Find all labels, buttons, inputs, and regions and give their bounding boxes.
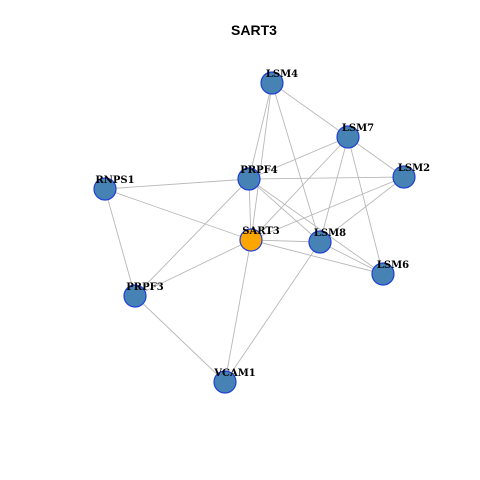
node-lsm4: LSM4 [260, 69, 298, 95]
edge-lsm7-lsm8 [319, 136, 349, 243]
edge-lsm2-sart3 [250, 176, 405, 241]
edge-sart3-lsm6 [250, 239, 384, 275]
node-rnps1: RNPS1 [93, 175, 135, 201]
node-label-vcam1: VCAM1 [213, 368, 256, 379]
node-circle-lsm7 [336, 125, 360, 149]
node-label-sart3: SART3 [242, 226, 280, 237]
node-label-lsm7: LSM7 [342, 123, 374, 134]
node-circle-prpf4 [237, 167, 261, 191]
node-prpf4: PRPF4 [237, 165, 278, 191]
node-lsm2: LSM2 [392, 163, 430, 189]
edge-lsm8-lsm6 [319, 241, 384, 275]
edge-prpf4-lsm8 [248, 178, 321, 243]
node-label-prpf4: PRPF4 [240, 165, 277, 176]
node-circle-lsm2 [392, 165, 416, 189]
edge-lsm2-lsm8 [319, 176, 405, 243]
node-circle-vcam1 [213, 370, 237, 394]
node-label-prpf3: PRPF3 [126, 282, 163, 293]
edge-rnps1-prpf3 [104, 188, 136, 297]
node-prpf3: PRPF3 [123, 282, 164, 308]
edge-sart3-vcam1 [224, 239, 252, 383]
edge-lsm4-sart3 [250, 82, 273, 241]
node-label-rnps1: RNPS1 [95, 175, 134, 186]
node-label-lsm8: LSM8 [314, 228, 346, 239]
edge-prpf4-rnps1 [104, 178, 250, 190]
edge-sart3-prpf3 [134, 239, 252, 297]
node-circle-lsm4 [260, 71, 284, 95]
node-circle-prpf3 [123, 284, 147, 308]
edge-prpf4-lsm6 [248, 178, 384, 275]
edge-lsm7-sart3 [250, 136, 349, 241]
edge-lsm7-lsm6 [347, 136, 384, 275]
node-circle-sart3 [239, 228, 263, 252]
node-sart3: SART3 [239, 226, 280, 252]
edge-lsm8-vcam1 [224, 241, 321, 383]
node-circle-rnps1 [93, 177, 117, 201]
graph-title: SART3 [231, 22, 277, 38]
node-circle-lsm8 [308, 230, 332, 254]
node-label-lsm4: LSM4 [266, 69, 298, 80]
edge-lsm7-prpf4 [248, 136, 349, 180]
edge-lsm4-lsm8 [271, 82, 321, 243]
node-lsm6: LSM6 [371, 260, 409, 286]
edge-rnps1-sart3 [104, 188, 252, 241]
edge-lsm4-lsm7 [271, 82, 349, 138]
node-lsm8: LSM8 [308, 228, 346, 254]
node-circle-lsm6 [371, 262, 395, 286]
edge-lsm2-prpf4 [248, 176, 405, 180]
node-vcam1: VCAM1 [213, 368, 256, 394]
node-label-lsm6: LSM6 [377, 260, 409, 271]
node-lsm7: LSM7 [336, 123, 374, 149]
edge-lsm4-prpf4 [248, 82, 273, 180]
node-label-lsm2: LSM2 [398, 163, 430, 174]
edge-prpf3-vcam1 [134, 295, 226, 383]
edge-prpf4-prpf3 [134, 178, 250, 297]
